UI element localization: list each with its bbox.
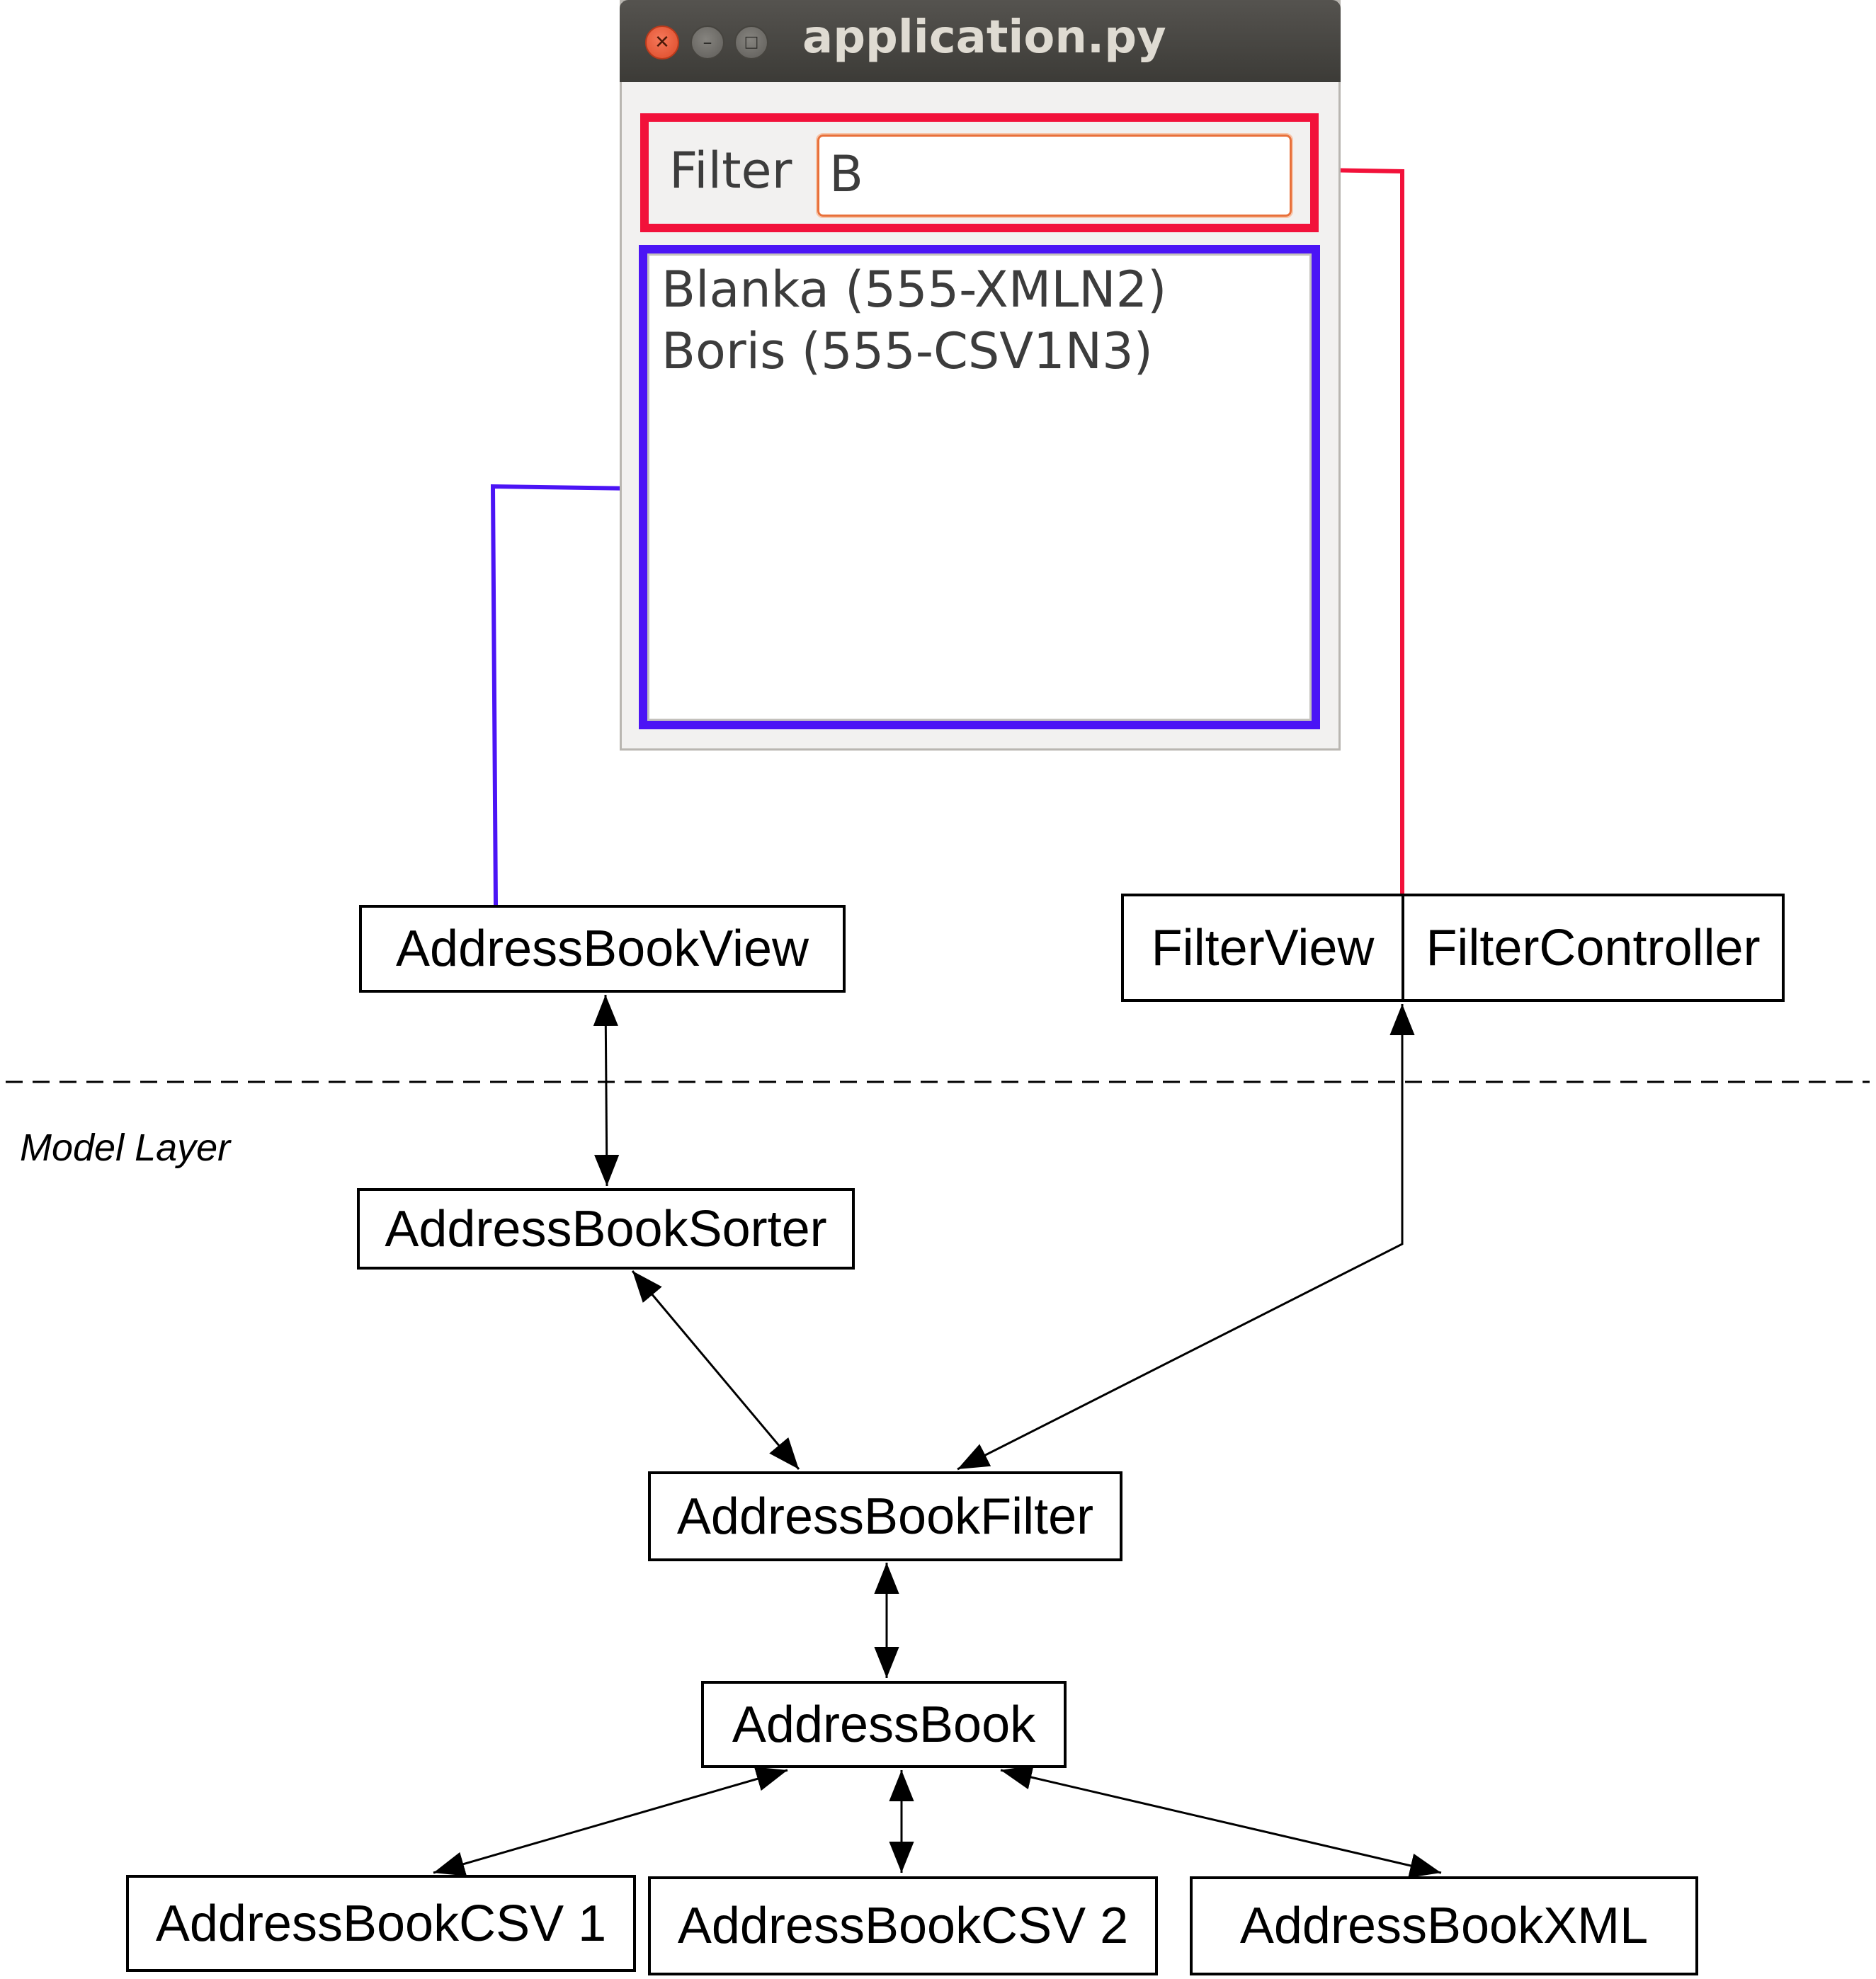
address-book-sorter-box: AddressBookSorter xyxy=(357,1188,855,1270)
arrow-addressbook-csv1 xyxy=(433,1767,788,1876)
arrow-view-sorter xyxy=(593,994,620,1187)
contact-list[interactable] xyxy=(647,253,1312,721)
arrow-addressbook-xml xyxy=(1000,1764,1442,1878)
filter-highlight-frame xyxy=(640,113,1319,232)
filter-to-controller-link xyxy=(1318,168,1404,894)
address-book-box: AddressBook xyxy=(701,1681,1067,1768)
filter-input[interactable]: B xyxy=(816,133,1293,218)
window-titlebar[interactable]: ✕ – □ application.py xyxy=(620,0,1341,82)
arrow-controller-filter xyxy=(957,1004,1415,1471)
window-title: application.py xyxy=(802,11,1166,64)
list-highlight-frame xyxy=(639,245,1320,729)
list-to-view-link xyxy=(490,484,639,907)
address-book-xml-box: AddressBookXML xyxy=(1190,1876,1698,1975)
close-icon[interactable]: ✕ xyxy=(645,25,679,59)
address-book-csv1-box: AddressBookCSV 1 xyxy=(126,1875,636,1972)
minimize-icon[interactable]: – xyxy=(690,25,724,59)
model-layer-label: Model Layer xyxy=(20,1127,231,1169)
address-book-csv2-box: AddressBookCSV 2 xyxy=(648,1876,1158,1975)
address-book-view-box: AddressBookView xyxy=(359,905,846,993)
filter-controller-box: FilterController xyxy=(1402,894,1785,1002)
address-book-filter-box: AddressBookFilter xyxy=(648,1471,1122,1561)
arrow-sorter-filter xyxy=(631,1270,800,1470)
maximize-icon[interactable]: □ xyxy=(734,25,768,59)
list-item[interactable]: Boris (555-CSV1N3) xyxy=(661,322,1153,380)
filter-view-box: FilterView xyxy=(1121,894,1404,1002)
filter-label: Filter xyxy=(669,142,792,200)
list-item[interactable]: Blanka (555-XMLN2) xyxy=(661,261,1167,319)
